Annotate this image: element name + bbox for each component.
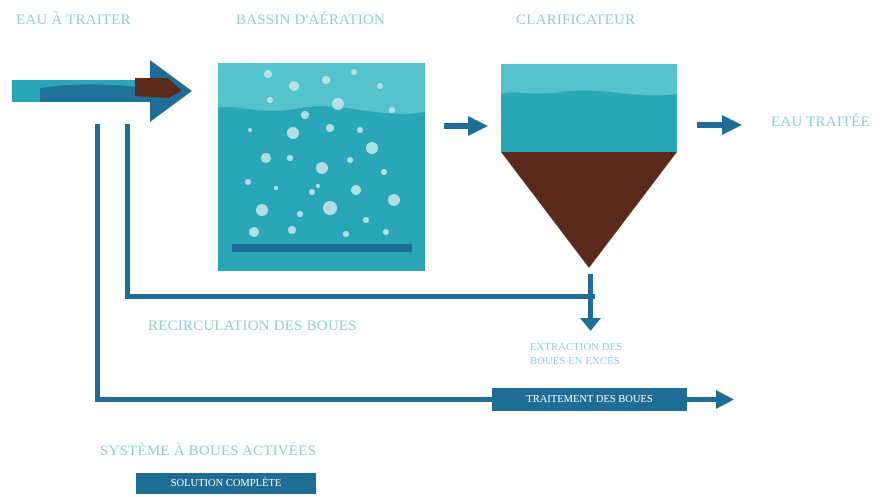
label-recirculation: RECIRCULATION DES BOUES [148, 318, 357, 334]
aeration-basin [218, 63, 425, 271]
label-systeme-boues-activees: SYSTÈME À BOUES ACTIVÉES [100, 443, 317, 459]
label-clarificateur: CLARIFICATEUR [516, 12, 636, 28]
label-eau-traitee: EAU TRAITÉE [771, 114, 870, 130]
inlet-pipe [12, 60, 192, 122]
label-bassin-aeration: BASSIN D'AÉRATION [236, 12, 386, 28]
sludge-main-line [95, 124, 734, 409]
label-eau-a-traiter: EAU À TRAITER [16, 12, 131, 28]
clarifier-sludge-cone [501, 152, 677, 268]
clarifier-surface [501, 64, 677, 96]
recirculation-line [125, 124, 601, 331]
arrow-basin-to-clarifier [444, 116, 488, 136]
inlet-pipe-flow [40, 84, 160, 102]
tag-solution-complete: SOLUTION COMPLÈTE [136, 473, 316, 494]
aeration-bubbles [245, 69, 400, 237]
arrow-clarifier-to-outlet [697, 115, 742, 135]
inlet-sludge-tip [135, 78, 182, 98]
tag-traitement-des-boues: TRAITEMENT DES BOUES [492, 388, 687, 411]
aeration-diffuser [232, 244, 412, 252]
clarifier-tank [501, 64, 677, 268]
label-extraction: EXTRACTION DES BOUES EN EXCÈS [530, 342, 623, 367]
